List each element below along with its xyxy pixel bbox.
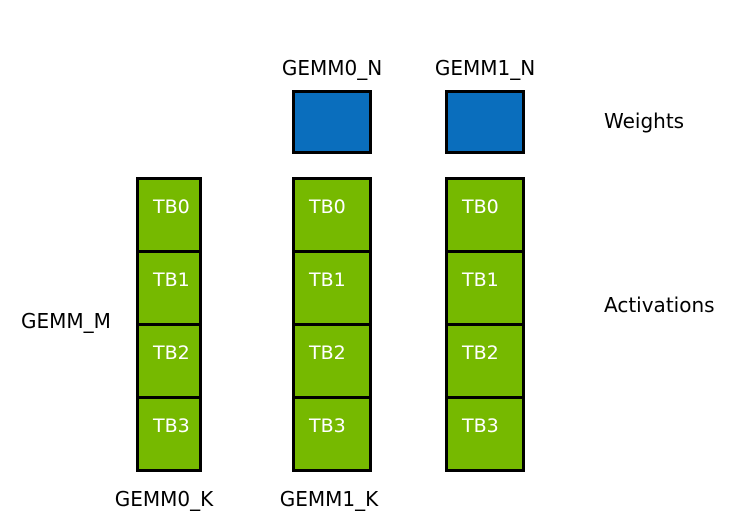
table-row: TB1: [295, 253, 369, 326]
gemm0-activation-column: TB0 TB1 TB2 TB3: [292, 177, 372, 472]
gemm0-weight-block: [292, 90, 372, 154]
tb-cell-label: TB1: [462, 269, 499, 291]
tb-cell-label: TB2: [309, 342, 346, 364]
gemm0-k-label: GEMM0_K: [114, 487, 214, 511]
table-row: TB0: [448, 180, 522, 253]
activations-row-label: Activations: [604, 293, 715, 317]
tb-cell-label: TB0: [462, 196, 499, 218]
gemm-m-label: GEMM_M: [21, 309, 111, 333]
table-row: TB2: [448, 326, 522, 399]
gemm1-k-label: GEMM1_K: [279, 487, 379, 511]
table-row: TB2: [139, 326, 199, 399]
weights-row-label: Weights: [604, 109, 685, 133]
gemm0-n-header-line1: GEMM0_N: [281, 56, 383, 80]
table-row: TB1: [448, 253, 522, 326]
tb-cell-label: TB2: [153, 342, 190, 364]
tb-cell-label: TB3: [309, 415, 346, 437]
tb-cell-label: TB1: [153, 269, 190, 291]
table-row: TB3: [295, 399, 369, 469]
table-row: TB0: [139, 180, 199, 253]
tb-cell-label: TB2: [462, 342, 499, 364]
gemm1-activation-column: TB0 TB1 TB2 TB3: [445, 177, 525, 472]
tb-cell-label: TB3: [153, 415, 190, 437]
table-row: TB3: [448, 399, 522, 469]
tb-cell-label: TB1: [309, 269, 346, 291]
table-row: TB0: [295, 180, 369, 253]
gemm1-n-header-line1: GEMM1_N: [434, 56, 536, 80]
tb-cell-label: TB0: [153, 196, 190, 218]
table-row: TB1: [139, 253, 199, 326]
gemm0-k-activation-column-left: TB0 TB1 TB2 TB3: [136, 177, 202, 472]
table-row: TB2: [295, 326, 369, 399]
tb-cell-label: TB3: [462, 415, 499, 437]
tb-cell-label: TB0: [309, 196, 346, 218]
table-row: TB3: [139, 399, 199, 469]
gemm1-weight-block: [445, 90, 525, 154]
